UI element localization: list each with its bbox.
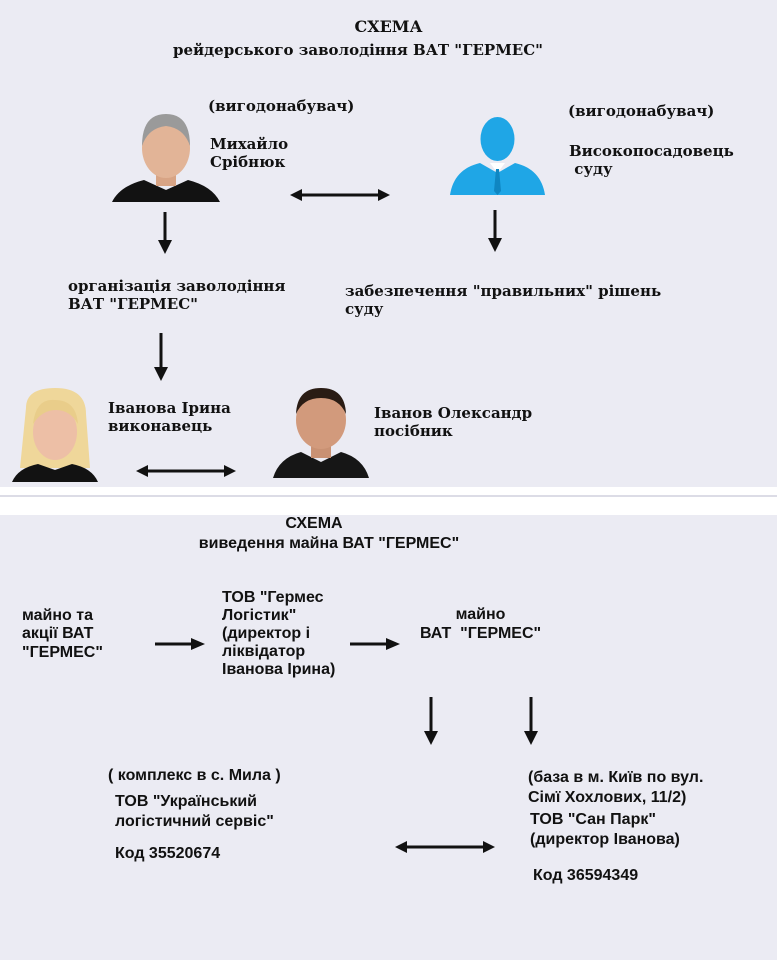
user-silhouette-icon [450,117,545,195]
double-arrow-icon [395,841,495,853]
node-logistic: ТОВ "Гермес Логістик" (директор і ліквід… [222,589,336,678]
node-property: майно ВАТ "ГЕРМЕС" [420,606,542,643]
right-location: (база в м. Київ по вул. Сімї Хохлових, 1… [528,769,704,806]
scheme1-subtitle: рейдерського заволодіння ВАТ "ГЕРМЕС" [173,41,543,59]
down-arrow-icon [158,212,172,254]
executor-label: Іванова Ірина виконавець [108,399,231,435]
down-arrow-icon [488,210,502,252]
scheme2-title: СХЕМА [285,515,343,532]
scheme-raid-panel: СХЕМА рейдерського заволодіння ВАТ "ГЕРМ… [0,0,777,487]
person-photo-icon [273,388,369,478]
right-company: ТОВ "Сан Парк" (директор Іванова) [530,811,680,848]
left-code: Код 35520674 [115,845,221,862]
accomplice-label: Іванов Олександр посібник [374,404,533,440]
double-arrow-icon [136,465,236,477]
beneficiary-right-role: (вигодонабувач) [568,102,715,120]
scheme-assets-panel: СХЕМА виведення майна ВАТ "ГЕРМЕС" майно… [0,515,777,960]
left-location: ( комплекс в с. Мила ) [108,767,281,784]
action-left: організація заволодіння ВАТ "ГЕРМЕС" [68,277,286,313]
action-right: забезпечення "правильних" рішень суду [345,282,662,318]
down-arrow-icon [154,333,168,381]
person-photo-icon [112,114,220,202]
node-assets: майно та акції ВАТ "ГЕРМЕС" [22,607,103,661]
beneficiary-left-name: Михайло Срібнюк [210,135,289,171]
scheme1-title: СХЕМА [354,17,423,36]
double-arrow-icon [290,189,390,201]
scheme2-subtitle: виведення майна ВАТ "ГЕРМЕС" [198,535,460,552]
beneficiary-left-role: (вигодонабувач) [208,97,355,115]
beneficiary-right-name: Високопосадовець суду [569,142,734,178]
left-company: ТОВ "Український логістичний сервіс" [115,793,274,830]
down-arrow-icon [524,697,538,745]
section-divider [0,487,777,515]
right-code: Код 36594349 [533,867,639,884]
right-arrow-icon [155,638,205,650]
person-photo-icon [12,388,98,482]
down-arrow-icon [424,697,438,745]
right-arrow-icon [350,638,400,650]
